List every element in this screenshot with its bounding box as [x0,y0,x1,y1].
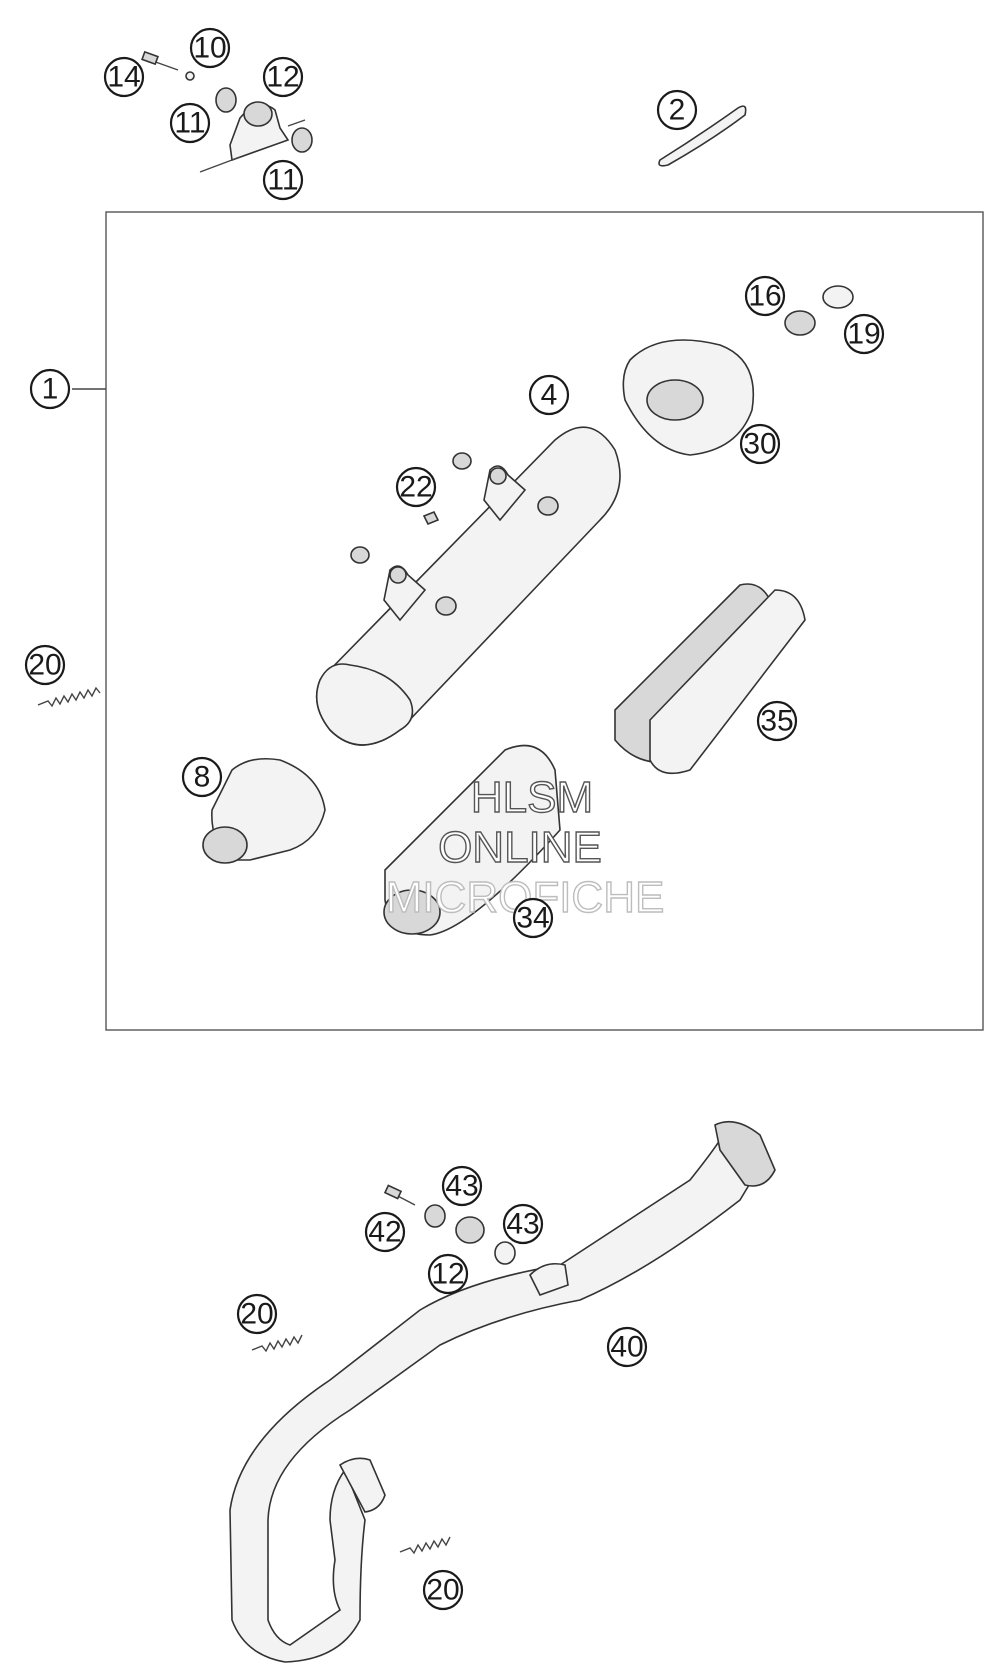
svg-text:12: 12 [266,61,299,94]
svg-text:30: 30 [743,428,776,461]
svg-text:14: 14 [107,61,140,94]
clamp-19 [822,285,854,309]
svg-text:34: 34 [516,902,549,935]
svg-text:MICROFICHE: MICROFICHE [386,873,665,922]
callout-11-lower: 11 [262,159,304,201]
svg-text:12: 12 [431,1258,464,1291]
headpipe-bracket [383,1184,516,1265]
svg-text:19: 19 [847,318,880,351]
callout-40: 40 [606,1326,648,1368]
callout-35: 35 [756,700,798,742]
svg-text:HLSM: HLSM [471,773,593,822]
svg-text:ONLINE: ONLINE [438,823,602,872]
callout-43-lower: 43 [502,1203,544,1245]
callout-22: 22 [395,466,437,508]
ring-16 [784,310,816,336]
svg-text:11: 11 [174,107,205,140]
inlet-cone-8 [202,757,326,864]
svg-text:20: 20 [240,1298,273,1331]
callout-30: 30 [739,423,781,465]
watermark: HLSM ONLINE MICROFICHE [385,772,665,922]
callout-19: 19 [843,313,885,355]
svg-text:1: 1 [42,373,59,406]
callout-10: 10 [189,27,231,69]
callout-2: 2 [656,89,698,131]
callout-4: 4 [528,374,570,416]
callout-20-mid: 20 [236,1293,278,1335]
callout-20-low: 20 [422,1569,464,1611]
callout-20-left: 20 [24,644,66,686]
svg-text:10: 10 [193,32,226,65]
callout-8: 8 [181,756,223,798]
svg-text:43: 43 [445,1170,478,1203]
spring-20-mid [251,1334,303,1353]
insert-tube-34 [383,744,561,936]
spring-20-left [37,686,101,708]
callout-14: 14 [103,56,145,98]
screw-22 [422,510,440,526]
svg-text:22: 22 [399,471,432,504]
muffler-body-4 [315,426,621,746]
svg-text:35: 35 [760,705,793,738]
callout-34: 34 [512,897,554,939]
svg-text:16: 16 [748,280,781,313]
callout-12-lower: 12 [427,1253,469,1295]
callout-42: 42 [364,1211,406,1253]
spring-20-low [399,1536,451,1555]
svg-text:20: 20 [28,649,61,682]
svg-text:40: 40 [610,1331,643,1364]
callout-12-top: 12 [262,56,304,98]
callout-43-upper: 43 [441,1165,483,1207]
heat-shield-strip [658,105,747,167]
svg-text:11: 11 [267,164,298,197]
callout-16: 16 [744,275,786,317]
callout-1: 1 [29,368,71,410]
svg-text:2: 2 [669,94,686,127]
svg-text:43: 43 [506,1208,539,1241]
svg-text:8: 8 [194,761,211,794]
bracket-assembly-top [141,50,313,173]
svg-text:42: 42 [368,1216,401,1249]
muffler-assembly-box [105,211,984,1031]
packing-mat-35 [614,583,806,775]
head-pipe-40 [229,1120,776,1663]
svg-text:20: 20 [426,1574,459,1607]
callout-11-upper: 11 [169,102,211,144]
svg-text:4: 4 [541,379,558,412]
